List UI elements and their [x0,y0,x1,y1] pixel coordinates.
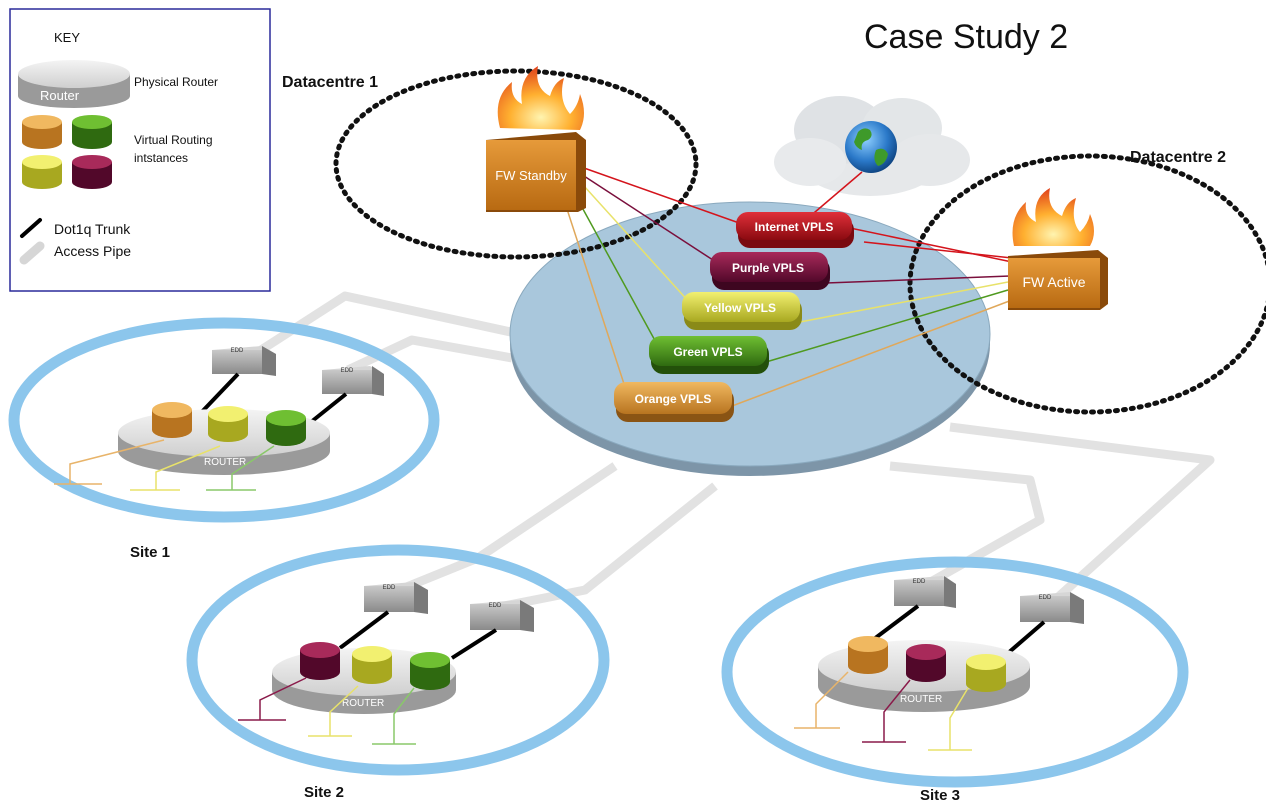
datacentre1-boundary [333,68,699,260]
legend-virtual-routing-2: intstances [134,151,188,165]
site2-vrf-purple [300,642,340,680]
firewall-active: FW Active [1008,188,1108,310]
site3-edd-b: EDD [1020,592,1084,624]
vpls-links [565,167,1013,407]
site2-label: Site 2 [304,784,344,801]
vpls-internet-label: Internet VPLS [755,220,834,234]
page-title: Case Study 2 [864,18,1068,56]
edd-label: EDD [341,368,354,374]
site1: EDD EDD ROUTER [54,346,384,491]
legend-vrf-yellow-icon [22,155,62,189]
site3: EDD EDD ROUTER [794,576,1084,751]
vpls-orange-label: Orange VPLS [635,392,712,406]
datacentre2-boundary [907,153,1266,415]
firewall-active-label: FW Active [1022,274,1085,290]
legend-physical-router: Physical Router [134,75,218,89]
site3-edd-a: EDD [894,576,956,608]
flame-icon [1012,188,1094,246]
access-pipe-site1-a [255,291,521,356]
site2-trunk-a [338,610,390,650]
site3-label: Site 3 [920,787,960,803]
globe-icon [845,121,897,173]
site3-vrf-yellow [966,654,1006,692]
access-pipe-site3-b [949,422,1215,604]
site2: EDD EDD ROUTER [238,582,534,745]
legend-router-label: Router [40,88,80,103]
site1-ring [8,317,440,523]
vpls-yellow-label: Yellow VPLS [704,301,776,315]
site1-edd-b: EDD [322,366,384,396]
router-label: ROUTER [900,694,942,705]
site2-ring [186,544,610,776]
site2-edd-a: EDD [364,582,428,614]
site2-trunk-b [450,628,498,660]
legend-dot1q-trunk: Dot1q Trunk [54,221,131,237]
datacentre2-label: Datacentre 2 [1130,149,1226,166]
site3-vrf-purple [906,644,946,682]
vpls-internet: Internet VPLS [736,212,854,248]
vpls-green-label: Green VPLS [673,345,742,359]
edd-label: EDD [1039,595,1052,601]
vpls-yellow: Yellow VPLS [682,292,802,330]
legend-virtual-routing-1: Virtual Routing [134,133,213,147]
edd-label: EDD [489,603,502,609]
legend-trunk-icon [20,218,42,238]
vpls-purple: Purple VPLS [710,252,830,290]
site2-vrf-yellow [352,646,392,684]
site3-ring [721,556,1189,788]
site1-vrf-green [266,410,306,446]
site1-label: Site 1 [130,544,170,561]
vpls-orange: Orange VPLS [614,382,734,422]
site1-vrf-orange [152,402,192,438]
router-label: ROUTER [204,457,246,468]
edd-label: EDD [231,348,244,354]
site3-trunk-a [868,604,920,644]
legend-vrf-green-icon [72,115,112,149]
router-label: ROUTER [342,698,384,709]
access-pipe-site2-b [503,482,718,611]
legend-vrf-orange-icon [22,115,62,149]
datacentre1-label: Datacentre 1 [282,74,378,91]
access-pipe-site3-a [889,461,1045,592]
firewall-standby: FW Standby [486,66,586,212]
legend-heading: KEY [54,30,80,45]
legend-access-pipe: Access Pipe [54,243,131,259]
site1-vrf-yellow [208,406,248,442]
edd-label: EDD [383,585,396,591]
access-pipe-site1-b [346,335,513,375]
legend-router-icon: Router [18,60,130,108]
flame-icon [497,66,584,130]
edd-label: EDD [913,579,926,585]
site2-vrf-green [410,652,450,690]
site2-edd-b: EDD [470,600,534,632]
vpls-purple-label: Purple VPLS [732,261,804,275]
vpls-green: Green VPLS [649,336,769,374]
legend: KEY Router Physical Router Virtual Routi… [9,8,271,292]
site3-vrf-orange [848,636,888,674]
legend-access-pipe-icon [19,241,45,265]
site1-edd-a: EDD [212,346,276,376]
legend-vrf-purple-icon [72,155,112,189]
firewall-standby-label: FW Standby [495,168,567,183]
